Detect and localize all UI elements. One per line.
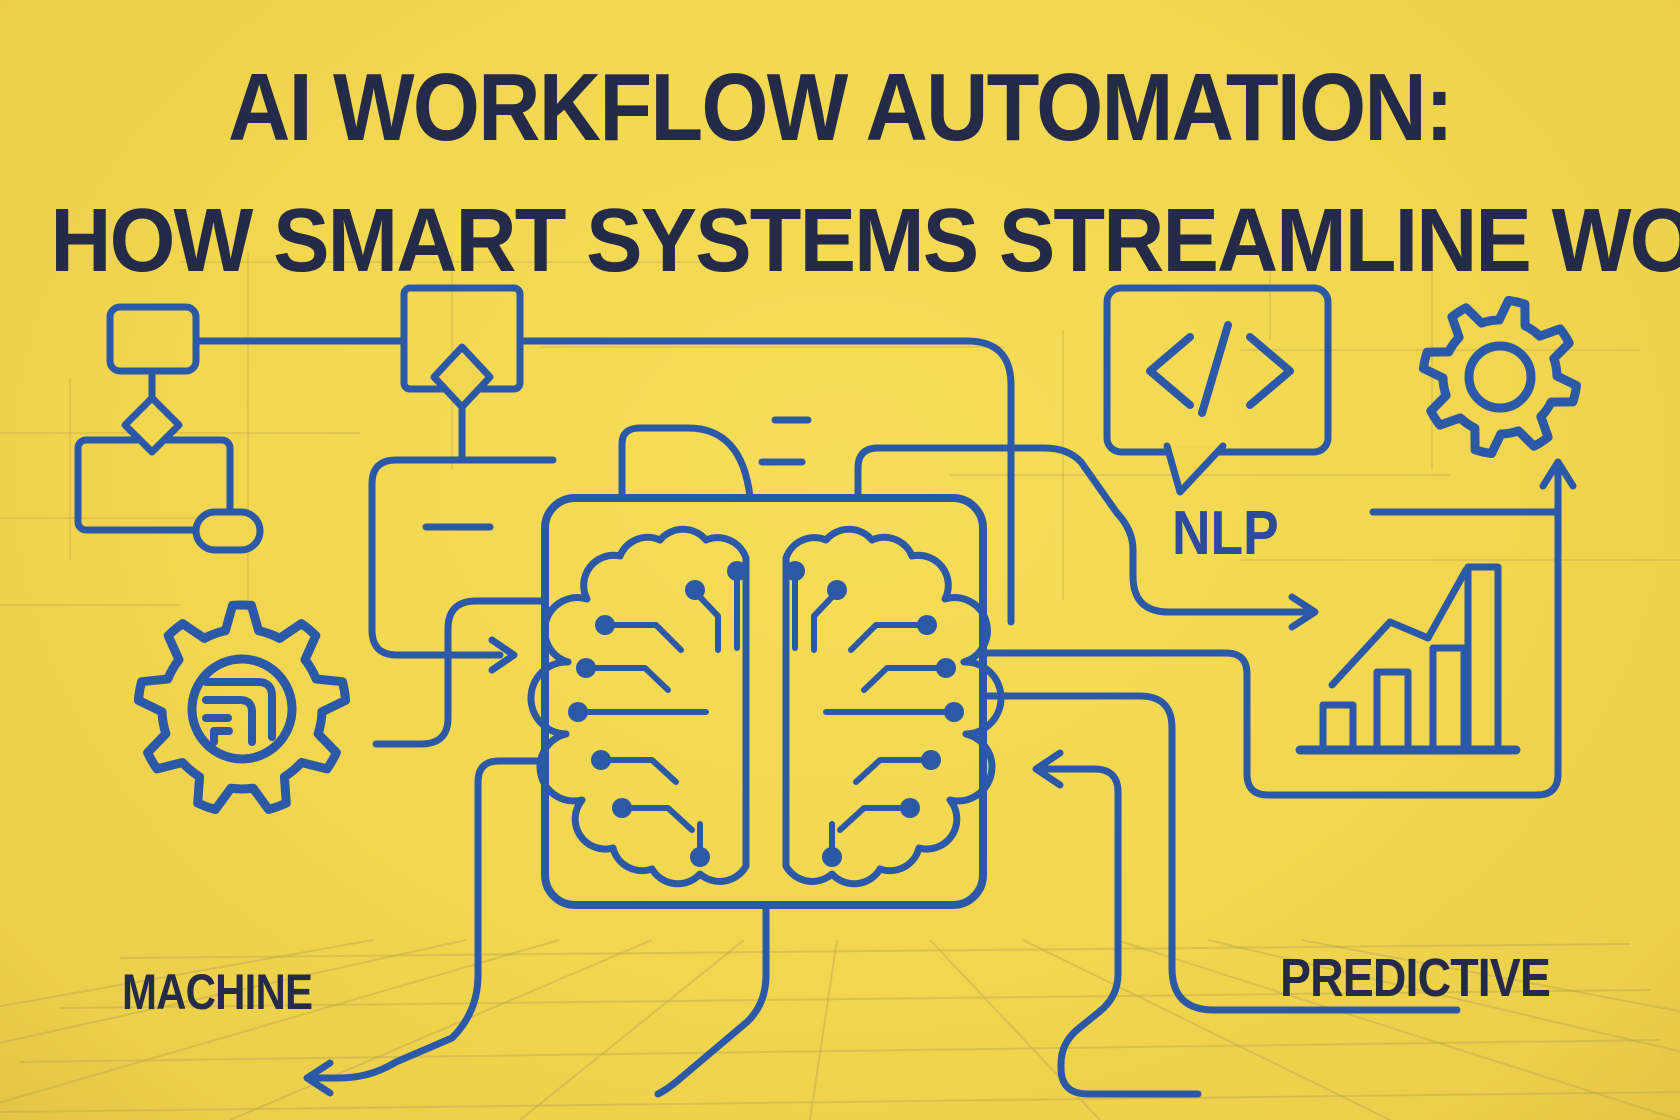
gear-icon (1419, 296, 1581, 458)
floor-grid (0, 939, 1680, 1120)
loop-arrow-to-brain (1032, 749, 1202, 1098)
machine-learning-label: MACHINE LEARNING (122, 964, 313, 1020)
circuit-brain-icon (527, 525, 1005, 888)
title-line-2: HOW SMART SYSTEMS STREAMLINE WORK (50, 191, 1680, 291)
brain-bottom-tail (654, 901, 770, 1098)
code-speech-bubble-icon (1103, 284, 1332, 496)
gear-to-brain-line (372, 597, 546, 748)
background-grid (0, 252, 1680, 612)
poster-title: AI WORKFLOW AUTOMATION: HOW SMART SYSTEM… (0, 28, 1680, 318)
brain-exit-left-arrow (303, 757, 546, 1097)
brain-to-analytics-arrow (758, 416, 1319, 631)
analytics-panel (979, 458, 1577, 799)
title-line-1: AI WORKFLOW AUTOMATION: (228, 54, 1454, 161)
predictive-analytics-label: PREDICTIVE ANALYTICS (1279, 948, 1551, 1009)
ai-brain-box (541, 424, 987, 909)
flowchart-icon (74, 284, 1015, 626)
gear-with-ai-chip-icon (133, 600, 351, 814)
nlp-label: NLP (1172, 499, 1279, 568)
brain-right-lower-line (979, 692, 1461, 1014)
bar-chart-growth-icon (1295, 563, 1521, 755)
flow-arrow-into-brain (368, 480, 518, 674)
